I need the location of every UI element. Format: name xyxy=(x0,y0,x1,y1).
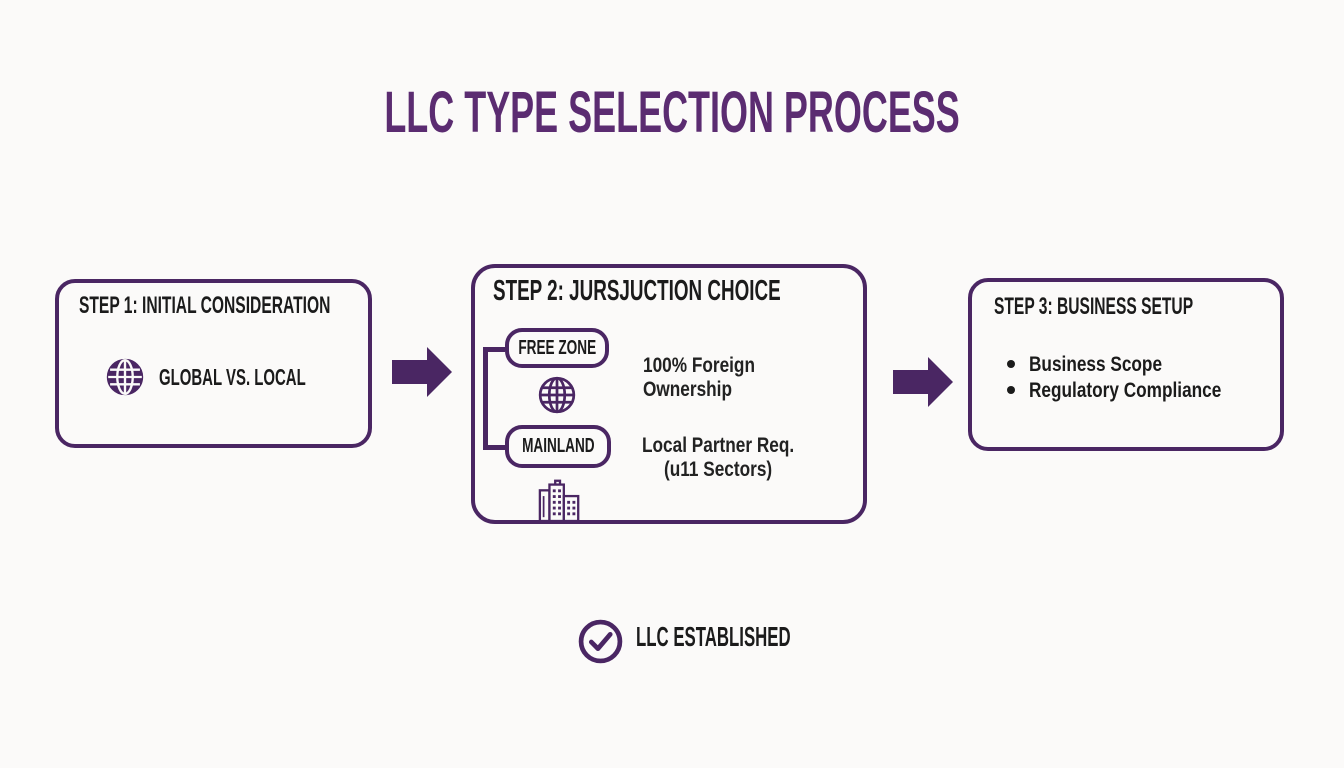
building-icon xyxy=(537,475,583,520)
mainland-label: MAINLAND xyxy=(521,435,595,457)
free-zone-pill: FREE ZONE xyxy=(505,328,609,368)
bullet-item: Business Scope xyxy=(1007,352,1264,378)
bracket-connector xyxy=(483,347,505,450)
step3-header: STEP 3: BUSINESS SETUP xyxy=(994,293,1194,320)
bullet-dot xyxy=(1007,386,1015,394)
step1-label: GLOBAL VS. LOCAL xyxy=(159,363,306,390)
mainland-note: Local Partner Req. (u11 Sectors) xyxy=(642,434,795,481)
footer-label: LLC ESTABLISHED xyxy=(636,621,791,652)
bullet-dot xyxy=(1007,360,1015,368)
step1-box: STEP 1: INITIAL CONSIDERATION GLOBAL VS.… xyxy=(55,279,372,448)
page-title: LLC TYPE SELECTION PROCESS xyxy=(384,80,960,145)
step3-box: STEP 3: BUSINESS SETUP Business Scope Re… xyxy=(968,278,1284,451)
free-zone-note: 100% Foreign Ownership xyxy=(643,354,755,401)
step2-header: STEP 2: JURSJUCTION CHOICE xyxy=(493,275,781,307)
globe-icon xyxy=(105,357,145,397)
bullet-item: Regulatory Compliance xyxy=(1007,378,1264,404)
free-zone-label: FREE ZONE xyxy=(518,336,596,359)
bullet-list: Business Scope Regulatory Compliance xyxy=(1007,352,1264,404)
arrow-right-icon xyxy=(392,347,452,397)
step1-consideration: GLOBAL VS. LOCAL xyxy=(105,357,368,397)
arrow-right-icon xyxy=(893,357,953,407)
check-circle-icon xyxy=(578,619,623,664)
step1-header: STEP 1: INITIAL CONSIDERATION xyxy=(79,292,331,319)
step2-box: STEP 2: JURSJUCTION CHOICE FREE ZONE MAI… xyxy=(471,264,867,524)
mainland-pill: MAINLAND xyxy=(505,425,611,468)
globe-icon xyxy=(537,375,577,415)
